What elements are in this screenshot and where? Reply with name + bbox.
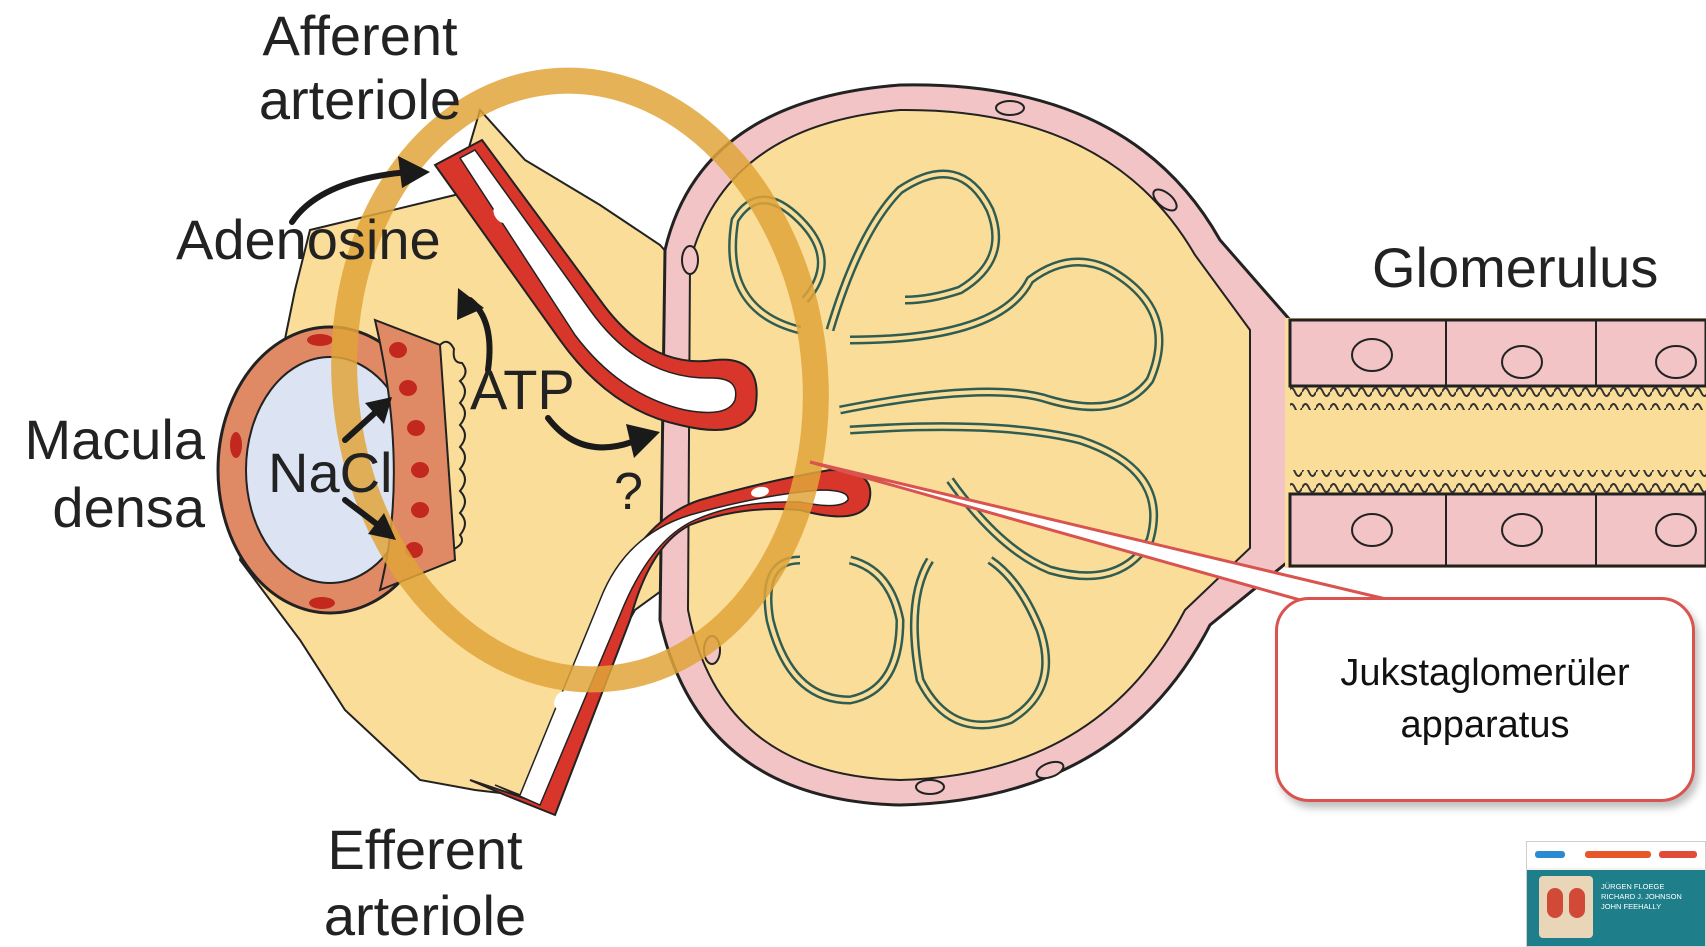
macula-label-line1: Macula [0, 412, 205, 468]
nacl-label: NaCl [268, 445, 392, 501]
book-authors: JÜRGEN FLOEGE RICHARD J. JOHNSON JOHN FE… [1601, 882, 1703, 912]
book-cover-thumbnail: JÜRGEN FLOEGE RICHARD J. JOHNSON JOHN FE… [1526, 841, 1706, 947]
callout-text: Jukstaglomerüler apparatus [1340, 648, 1629, 751]
efferent-label-line1: Efferent [305, 822, 545, 878]
proximal-tubule [1285, 318, 1706, 568]
jga-callout: Jukstaglomerüler apparatus [1275, 597, 1695, 802]
glomerulus-label: Glomerulus [1372, 240, 1658, 296]
book-header-bar [1527, 842, 1705, 868]
afferent-label-line2: arteriole [240, 72, 480, 128]
callout-line1: Jukstaglomerüler [1340, 648, 1629, 699]
adenosine-label: Adenosine [176, 212, 441, 268]
macula-label-line2: densa [0, 480, 205, 536]
afferent-label-line1: Afferent [240, 8, 480, 64]
efferent-label-line2: arteriole [305, 888, 545, 944]
book-author-3: JOHN FEEHALLY [1601, 902, 1703, 912]
kidney-image [1539, 876, 1593, 938]
book-author-1: JÜRGEN FLOEGE [1601, 882, 1703, 892]
atp-label: ATP [470, 362, 575, 418]
callout-line2: apparatus [1340, 700, 1629, 751]
question-label: ? [614, 466, 643, 518]
book-author-2: RICHARD J. JOHNSON [1601, 892, 1703, 902]
